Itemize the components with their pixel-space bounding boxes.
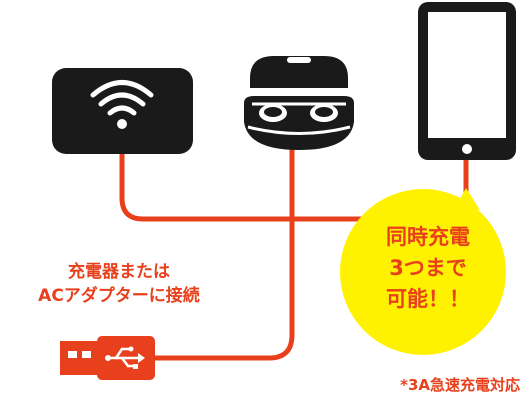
router-cable [119, 152, 371, 222]
source-label-line-1: 充電器または [68, 262, 170, 282]
earbuds-case-icon [244, 56, 354, 150]
source-label: 充電器または ACアダプターに接続 [24, 260, 214, 308]
earbuds-cable [147, 147, 295, 361]
bubble-line-3: 可能！！ [386, 287, 470, 311]
wifi-router-icon [52, 68, 193, 154]
cable-group [119, 147, 469, 361]
bubble-text: 同時充電 3つまで 可能！！ [338, 222, 518, 315]
smartphone-icon [418, 2, 516, 160]
bubble-line-2: 3つまで [389, 256, 467, 280]
usb-plug-icon [60, 336, 155, 380]
source-label-line-2: ACアダプターに接続 [38, 286, 200, 306]
footnote: *3A急速充電対応 [400, 376, 520, 394]
bubble-shape [340, 188, 506, 355]
bubble-line-1: 同時充電 [386, 225, 470, 249]
